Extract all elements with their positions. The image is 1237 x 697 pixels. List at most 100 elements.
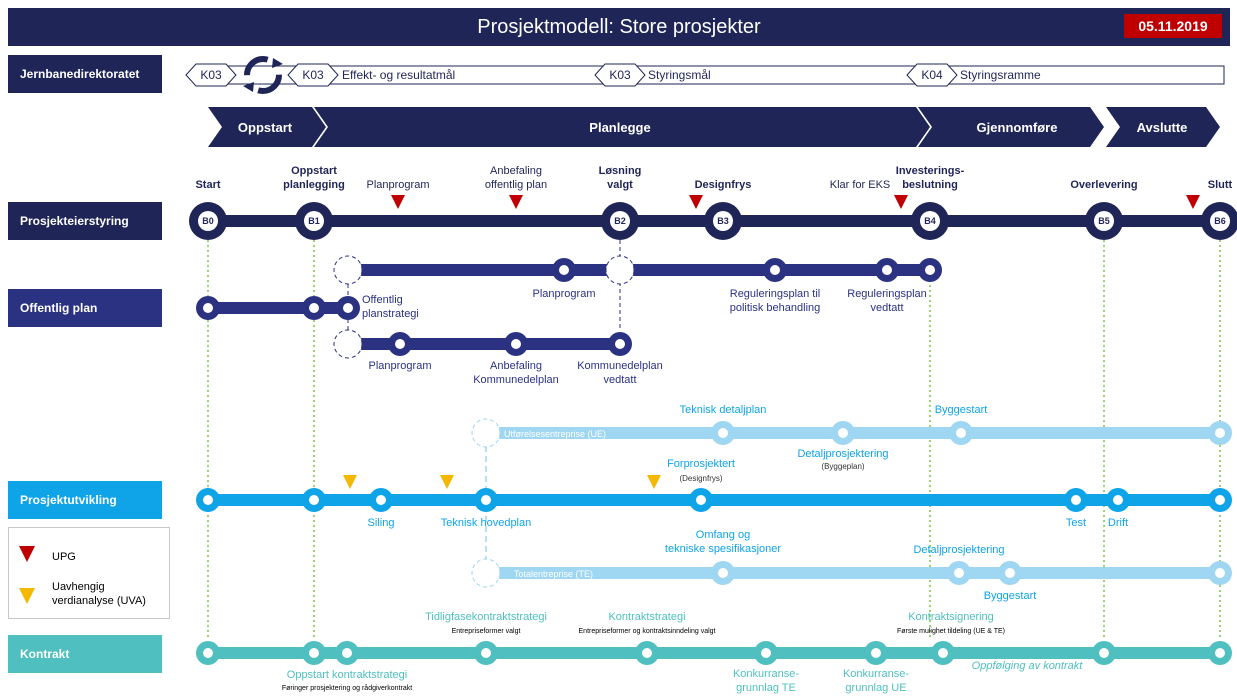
gate-label-planprogram: Planprogram xyxy=(367,179,430,191)
plan-label-kdp-1: Kommunedelplan xyxy=(577,360,663,372)
k-label-tidligfase: Tidligfasekontraktstrategi xyxy=(425,611,547,623)
gate-b1: B1 xyxy=(295,202,333,240)
k-node-b1 xyxy=(302,641,326,665)
gate-label-start: Start xyxy=(195,179,220,191)
legend-uva-icon xyxy=(19,588,35,604)
k-node-oppstart xyxy=(335,641,359,665)
gate-b2: B2 xyxy=(601,202,639,240)
plan-node-planprogram-upper xyxy=(552,258,576,282)
upg-markers xyxy=(391,195,1200,209)
legend-upg-icon xyxy=(19,546,35,562)
k-node-end xyxy=(1208,641,1232,665)
k-label-kue-2: grunnlag UE xyxy=(845,682,906,694)
ue-label-byggeplan: (Byggeplan) xyxy=(821,462,864,471)
svg-text:K03: K03 xyxy=(302,68,324,82)
plan-node-planprogram-lower xyxy=(388,332,412,356)
k-label-signering: Kontraktsignering xyxy=(908,611,994,623)
upg-marker-planprogram xyxy=(391,195,405,209)
te-start-ghost xyxy=(471,558,501,588)
plan-node-kdp-vedtatt xyxy=(608,332,632,356)
te-label-omfang-2: tekniske spesifikasjoner xyxy=(665,543,782,555)
k-label-kte-1: Konkurranse- xyxy=(733,668,799,680)
plan-node-b4 xyxy=(918,258,942,282)
plan-node-regulering-2 xyxy=(875,258,899,282)
plan-label-kdp-2: vedtatt xyxy=(603,374,636,386)
ue-node-byggestart xyxy=(949,421,973,445)
k03-diamond-b: K03 xyxy=(287,63,339,87)
phase-planlegge: Planlegge xyxy=(314,107,930,147)
upg-marker-anbefaling xyxy=(509,195,523,209)
te-bar-label: Totalentreprise (TE) xyxy=(514,569,593,579)
plan-node-strategi xyxy=(336,296,360,320)
pu-label-forprosjektert: Forprosjektert xyxy=(667,458,735,470)
ue-node-end xyxy=(1208,421,1232,445)
ue-label-byggestart: Byggestart xyxy=(935,404,988,416)
lane-jernbanedirektoratet: Jernbanedirektoratet xyxy=(8,55,162,93)
gate-b5: B5 xyxy=(1085,202,1123,240)
k-label-oppstart-sub: Føringer prosjektering og rådgiverkontra… xyxy=(282,684,412,692)
uva-marker-2 xyxy=(440,475,454,489)
plan-label-planprogram-upper: Planprogram xyxy=(533,288,596,300)
pu-node-hovedplan xyxy=(474,488,498,512)
legend-uva-label-1: Uavhengig xyxy=(52,581,105,593)
phase-avslutte: Avslutte xyxy=(1106,107,1220,147)
svg-text:Gjennomføre: Gjennomføre xyxy=(977,120,1058,135)
ue-bar-label: Utførelsesentreprise (UE) xyxy=(504,429,606,439)
te-label-detaljprosjektering: Detaljprosjektering xyxy=(913,544,1004,556)
gate-label-designfrys: Designfrys xyxy=(695,179,752,191)
plan-label-planprogram-lower: Planprogram xyxy=(369,360,432,372)
lane-offentlig-plan: Offentlig plan xyxy=(8,289,162,327)
plan-label-strategi-1: Offentlig xyxy=(362,294,403,306)
lane-kontrakt: Kontrakt xyxy=(8,635,162,673)
gate-label-slutt: Slutt xyxy=(1208,179,1233,191)
k04-styringsramme-label: Styringsramme xyxy=(960,68,1041,82)
gate-label-oppstart-1: Oppstart xyxy=(291,165,337,177)
svg-text:B3: B3 xyxy=(717,216,729,226)
k03-styringsmal-label: Styringsmål xyxy=(648,68,711,82)
svg-text:Oppstart: Oppstart xyxy=(238,120,293,135)
ue-start-ghost xyxy=(471,418,501,448)
svg-text:K03: K03 xyxy=(200,68,222,82)
k03-diamond-c: K03 xyxy=(594,63,646,87)
pu-label-designfrys: (Designfrys) xyxy=(679,474,722,483)
plan-branch-start-lower xyxy=(333,329,363,359)
k-label-oppfolging: Oppfølging av kontrakt xyxy=(972,660,1084,672)
upg-marker-slutt xyxy=(1186,195,1200,209)
plan-label-anbefaling-1: Anbefaling xyxy=(490,360,542,372)
svg-text:B2: B2 xyxy=(614,216,626,226)
plan-label-reg1-2: politisk behandling xyxy=(730,302,821,314)
pu-node-end xyxy=(1208,488,1232,512)
gate-b6: B6 xyxy=(1201,202,1237,240)
phase-oppstart: Oppstart xyxy=(208,107,326,147)
uva-marker-1 xyxy=(343,475,357,489)
ue-label-detaljprosjektering: Detaljprosjektering xyxy=(797,448,888,460)
k-label-kontraktstrategi-sub: Entrepriseformer og kontraktsinndeling v… xyxy=(579,628,716,635)
pu-label-drift: Drift xyxy=(1108,517,1128,529)
k-label-signering-sub: Første mulighet tildeling (UE & TE) xyxy=(897,628,1005,635)
k-label-tidligfase-sub: Entrepriseformer valgt xyxy=(452,628,521,635)
k-node-tidligfase xyxy=(474,641,498,665)
te-node-end xyxy=(1208,561,1232,585)
plan-b2-ghost xyxy=(605,255,635,285)
svg-text:B1: B1 xyxy=(308,216,320,226)
te-node-byggestart xyxy=(998,561,1022,585)
k-node-signering xyxy=(931,641,955,665)
te-node-detaljprosjektering xyxy=(947,561,971,585)
gate-label-klar-eks: Klar for EKS xyxy=(830,179,891,191)
gate-b4: B4 xyxy=(911,202,949,240)
uva-marker-3 xyxy=(647,475,661,489)
plan-label-anbefaling-2: Kommunedelplan xyxy=(473,374,559,386)
plan-branch-start-upper xyxy=(333,255,363,285)
k-node-konkurranse-ue xyxy=(864,641,888,665)
te-label-byggestart: Byggestart xyxy=(984,590,1037,602)
page-title: Prosjektmodell: Store prosjekter xyxy=(477,16,761,38)
plan-label-strategi-2: planstrategi xyxy=(362,308,419,320)
pu-node-forprosjekt xyxy=(689,488,713,512)
k-node-b5 xyxy=(1092,641,1116,665)
k-label-kontraktstrategi: Kontraktstrategi xyxy=(608,611,685,623)
pu-node-start xyxy=(196,488,220,512)
lane-prosjekteierstyring: Prosjekteierstyring xyxy=(8,202,162,240)
plan-node-start xyxy=(196,296,220,320)
te-node-omfang xyxy=(711,561,735,585)
